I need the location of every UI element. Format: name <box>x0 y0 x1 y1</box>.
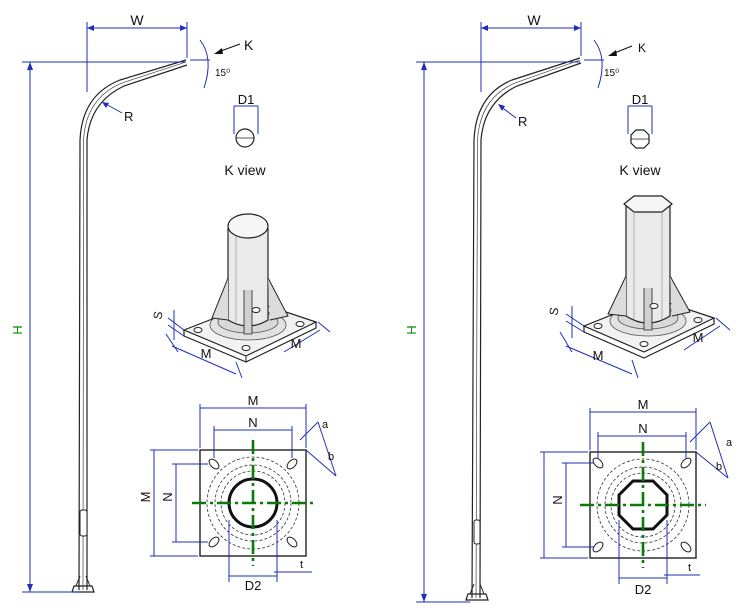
left-plan-base: M N M N a b D2 t <box>138 393 337 593</box>
left-plan-m-side-label: M <box>138 492 153 503</box>
left-plan-m-top-label: M <box>248 393 259 408</box>
left-d1-label: D1 <box>238 92 255 107</box>
right-iso-m2-label: M <box>693 330 704 345</box>
left-iso-m2-label: M <box>291 336 302 351</box>
left-height-dimension: H <box>10 61 186 593</box>
right-angle-dimension: 15⁰ <box>584 39 619 89</box>
left-pole-shaft <box>71 59 188 593</box>
left-height-label: H <box>10 325 25 334</box>
left-view-arrow-label: K <box>244 37 254 53</box>
left-width-label: W <box>130 12 144 28</box>
right-width-label: W <box>527 12 541 28</box>
right-view-arrow-label: K <box>638 41 646 55</box>
right-plan-base: M N N a b D2 t <box>540 397 733 597</box>
left-radius-callout: R <box>102 102 133 124</box>
left-a-label: a <box>322 419 329 431</box>
left-iso-base: S M M <box>150 213 331 379</box>
right-iso-base: S M M <box>546 195 731 379</box>
right-a-label: a <box>726 437 733 449</box>
right-plan-n-top-label: N <box>638 421 647 436</box>
left-angle-label: 15⁰ <box>215 68 230 79</box>
left-radius-label: R <box>124 109 133 124</box>
left-iso-m-label: M <box>201 346 212 361</box>
right-d1-label: D1 <box>632 92 649 107</box>
right-s-label: S <box>546 306 561 316</box>
right-plan-m-top-label: M <box>638 397 649 412</box>
right-b-label: b <box>716 461 722 473</box>
left-s-label: S <box>150 310 165 320</box>
right-width-dimension: W <box>480 12 582 92</box>
left-plan-n-side-label: N <box>160 492 175 501</box>
left-width-dimension: W <box>86 12 188 92</box>
left-d2-label: D2 <box>245 578 262 593</box>
right-pole-drawing: W H R 15⁰ K D1 K view <box>404 12 733 603</box>
right-t-label: t <box>688 562 691 574</box>
right-radius-callout: R <box>498 104 527 129</box>
right-height-dimension: H <box>404 61 580 603</box>
right-k-view: D1 K view <box>619 92 661 178</box>
right-plan-n-side-label: N <box>550 495 565 504</box>
left-pole-drawing: W H R 15⁰ K D1 K view <box>10 12 337 593</box>
left-plan-n-top-label: N <box>248 415 257 430</box>
left-angle-dimension: 15⁰ <box>190 39 230 89</box>
right-iso-m-label: M <box>593 348 604 363</box>
right-height-label: H <box>404 325 419 334</box>
left-t-label: t <box>300 559 303 571</box>
left-view-arrow: K <box>214 37 254 54</box>
left-k-view: D1 K view <box>224 92 266 178</box>
right-kview-label: K view <box>619 162 661 178</box>
right-d2-label: D2 <box>635 582 652 597</box>
left-kview-label: K view <box>224 162 266 178</box>
left-b-label: b <box>328 451 334 463</box>
right-view-arrow: K <box>608 41 646 56</box>
right-angle-label: 15⁰ <box>604 68 619 79</box>
right-pole-shaft <box>465 57 582 601</box>
right-radius-label: R <box>518 114 527 129</box>
